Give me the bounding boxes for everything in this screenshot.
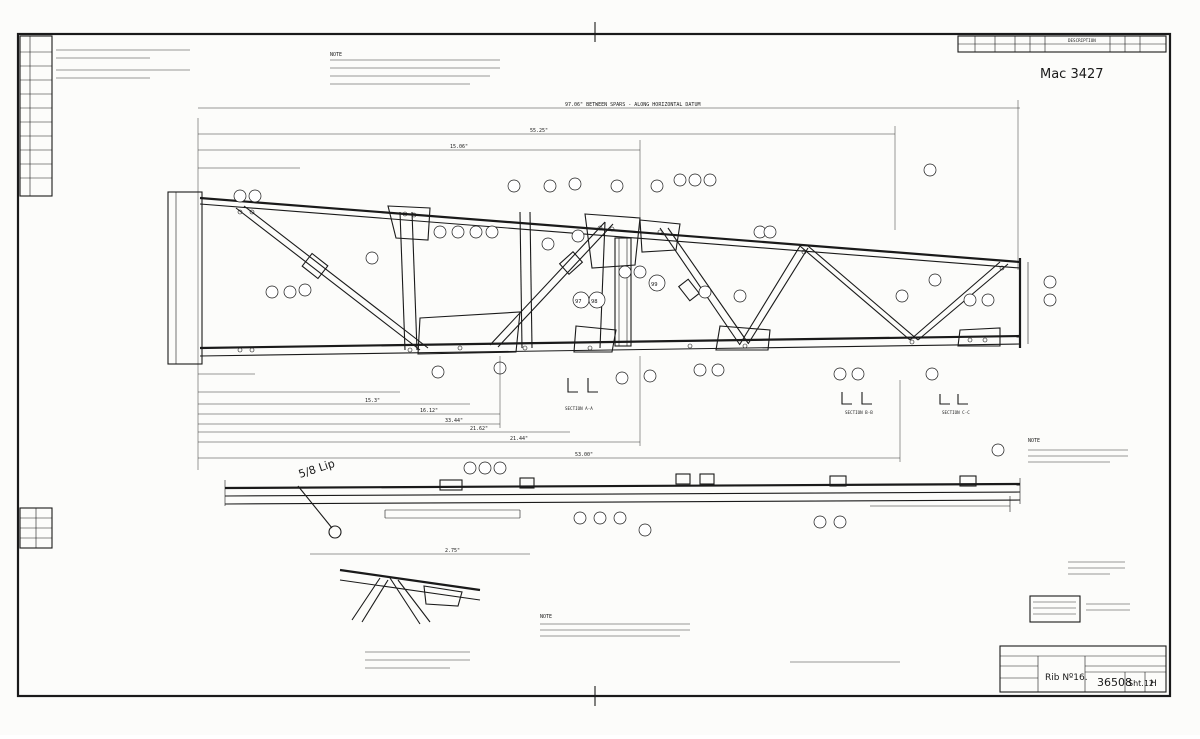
drawing-number: 36508 — [1097, 676, 1132, 689]
rib-main-view: 97 98 99 — [167, 191, 1029, 365]
sheet-number: Sht.12 — [1128, 679, 1154, 688]
dimension-d5: 15.3" — [365, 398, 380, 404]
dimension-d10: 2.75" — [445, 548, 460, 554]
rivet-row-bottom — [237, 337, 988, 353]
right-notes: NOTE NOTE — [540, 438, 1130, 663]
detail-view: 2.75" — [310, 548, 530, 669]
dimension-d9: 53.00" — [575, 452, 593, 458]
section-a-label: SECTION A-A — [565, 406, 593, 411]
revision-letter: H — [1150, 679, 1157, 689]
dimension-d1: 55.25" — [530, 128, 548, 134]
callout-98: 98 — [591, 299, 598, 305]
title-block: Rib Nº16. 36508 Sht.12 H — [999, 645, 1167, 693]
dimension-d6: 16.12" — [420, 408, 438, 414]
dimension-d8: 21.62" — [470, 426, 488, 432]
sheet-border — [16, 22, 1172, 706]
part-balloons — [233, 163, 1057, 537]
note-right-label: NOTE — [1028, 438, 1040, 444]
section-views: SECTION A-A SECTION B-B SECTION C-C — [565, 378, 970, 415]
revision-column — [19, 35, 53, 549]
lip-note: 5/8 Lip — [297, 457, 337, 481]
lower-dimensions: 15.3" 16.12" 33.44" 21.62" 21.44" 53.00" — [198, 356, 901, 462]
top-right-revision-table: DESCRIPTION — [957, 35, 1167, 53]
top-left-notes: NOTE — [56, 49, 500, 85]
revision-description-head: DESCRIPTION — [1068, 38, 1096, 43]
callout-99: 99 — [651, 282, 658, 288]
rib-number: Rib Nº16. — [1045, 673, 1088, 683]
section-b-label: SECTION B-B — [845, 410, 873, 415]
dimension-d2: 15.06" — [450, 144, 468, 150]
top-dimensions: 97.06" BETWEEN SPARS - ALONG HORIZONTAL … — [197, 100, 1020, 470]
note-bottom-label: NOTE — [540, 614, 552, 620]
handwritten-id: Mac 3427 — [1040, 67, 1104, 82]
note-top-label: NOTE — [330, 52, 342, 58]
dimension-d4: 21.44" — [510, 436, 528, 442]
overall-dimension: 97.06" BETWEEN SPARS - ALONG HORIZONTAL … — [565, 102, 700, 108]
dimension-d7: 33.44" — [445, 418, 463, 424]
callout-97: 97 — [575, 299, 582, 305]
rivet-row-top — [237, 209, 1005, 271]
section-c-label: SECTION C-C — [942, 410, 970, 415]
plan-view: 5/8 Lip — [224, 457, 1021, 539]
